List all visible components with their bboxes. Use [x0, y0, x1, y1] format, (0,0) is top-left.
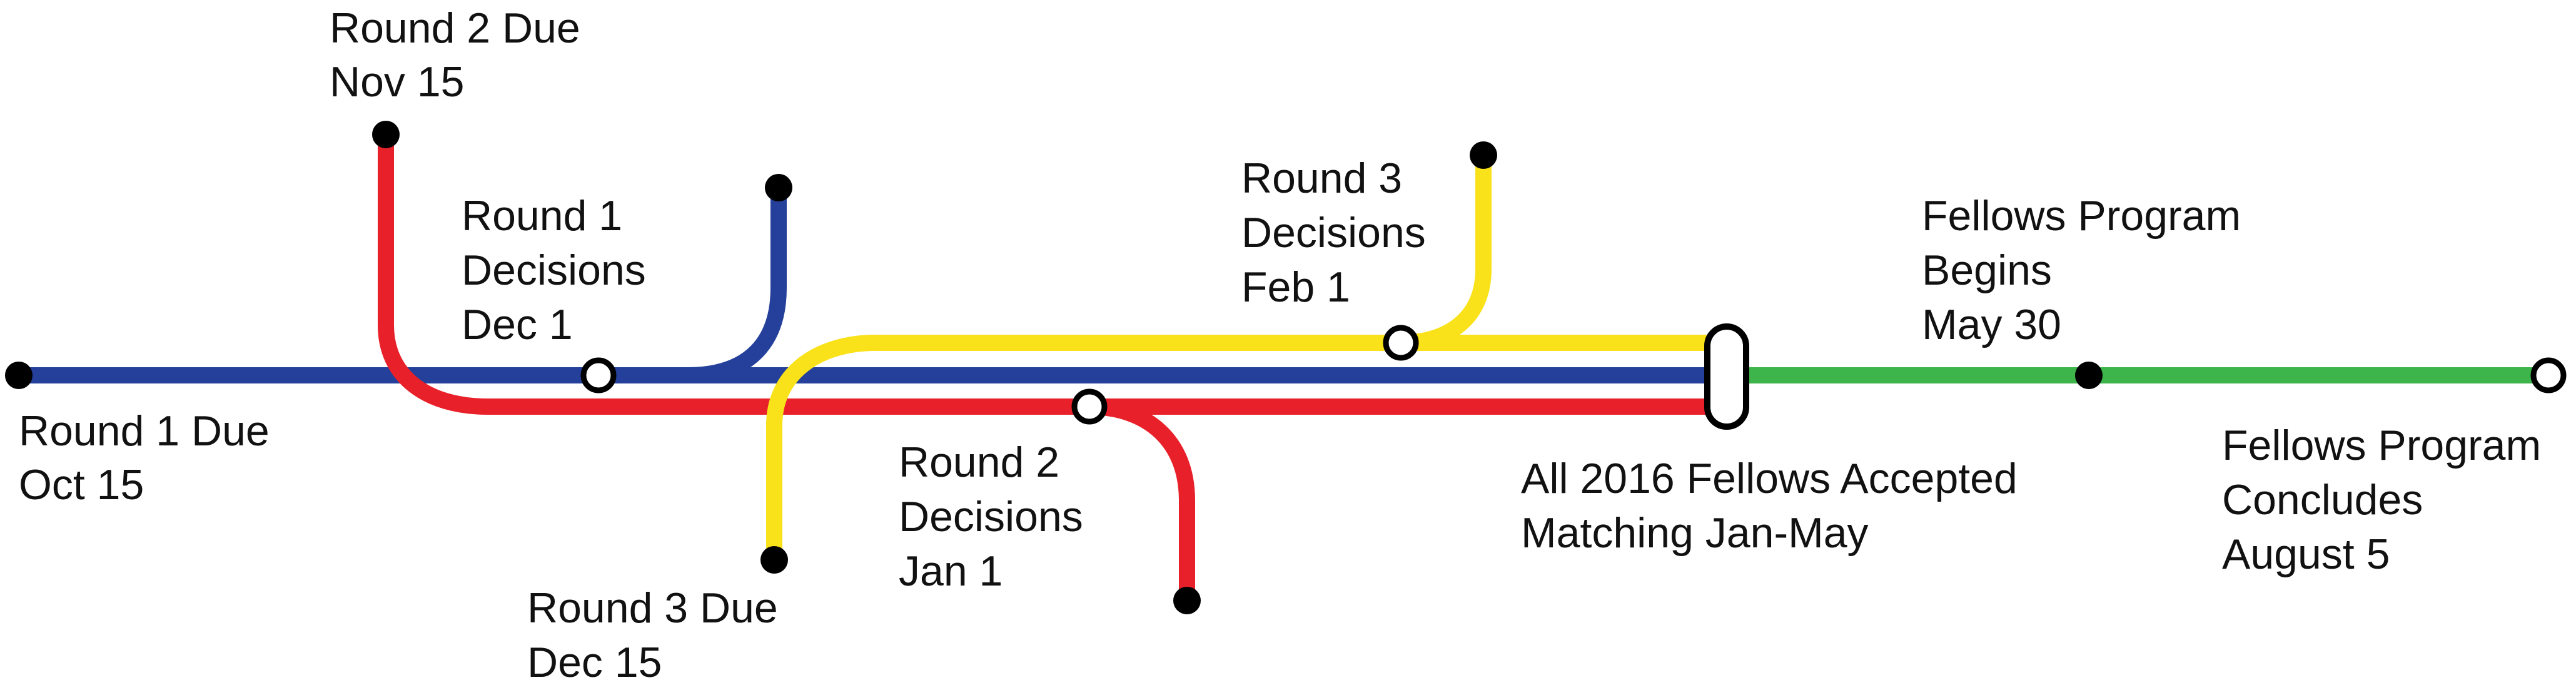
stop-program-begins	[2075, 362, 2103, 389]
round3-line-yellow	[766, 335, 1734, 568]
label-round3-decisions: Round 3 Decisions Feb 1	[1241, 155, 1438, 311]
stop-round1-decisions	[580, 357, 617, 393]
label-program-begins: Fellows Program Begins May 30	[1922, 192, 2253, 348]
stop-blue-branch-end	[765, 174, 792, 201]
labels: Round 2 Due Nov 15 Round 1 Decisions Dec…	[19, 4, 2553, 686]
stop-round1-due	[5, 362, 33, 389]
round1-branch-blue	[680, 178, 787, 383]
stop-round2-decisions	[1071, 388, 1108, 425]
label-round3-due: Round 3 Due Dec 15	[527, 584, 790, 686]
label-round2-due: Round 2 Due Nov 15	[330, 4, 592, 106]
label-round1-decisions: Round 1 Decisions Dec 1	[462, 192, 658, 348]
round2-branch-red	[1080, 398, 1195, 609]
stop-round3-due	[760, 546, 788, 574]
stop-round2-due	[372, 121, 400, 148]
label-round2-decisions: Round 2 Decisions Jan 1	[899, 439, 1095, 595]
stop-round3-decisions	[1383, 325, 1419, 361]
label-program-concludes: Fellows Program Concludes August 5	[2222, 422, 2553, 578]
stop-program-concludes	[2530, 357, 2567, 393]
stop-red-branch-end	[1173, 587, 1201, 614]
track-lines	[11, 128, 2557, 609]
stop-yellow-branch-end	[1470, 141, 1497, 169]
stations	[5, 121, 2567, 614]
matching-station	[1704, 323, 1749, 430]
label-all-accepted: All 2016 Fellows Accepted Matching Jan-M…	[1521, 455, 2029, 557]
round2-line-red	[378, 128, 1734, 415]
label-round1-due: Round 1 Due Oct 15	[19, 407, 281, 509]
round3-branch-yellow	[1393, 148, 1492, 351]
